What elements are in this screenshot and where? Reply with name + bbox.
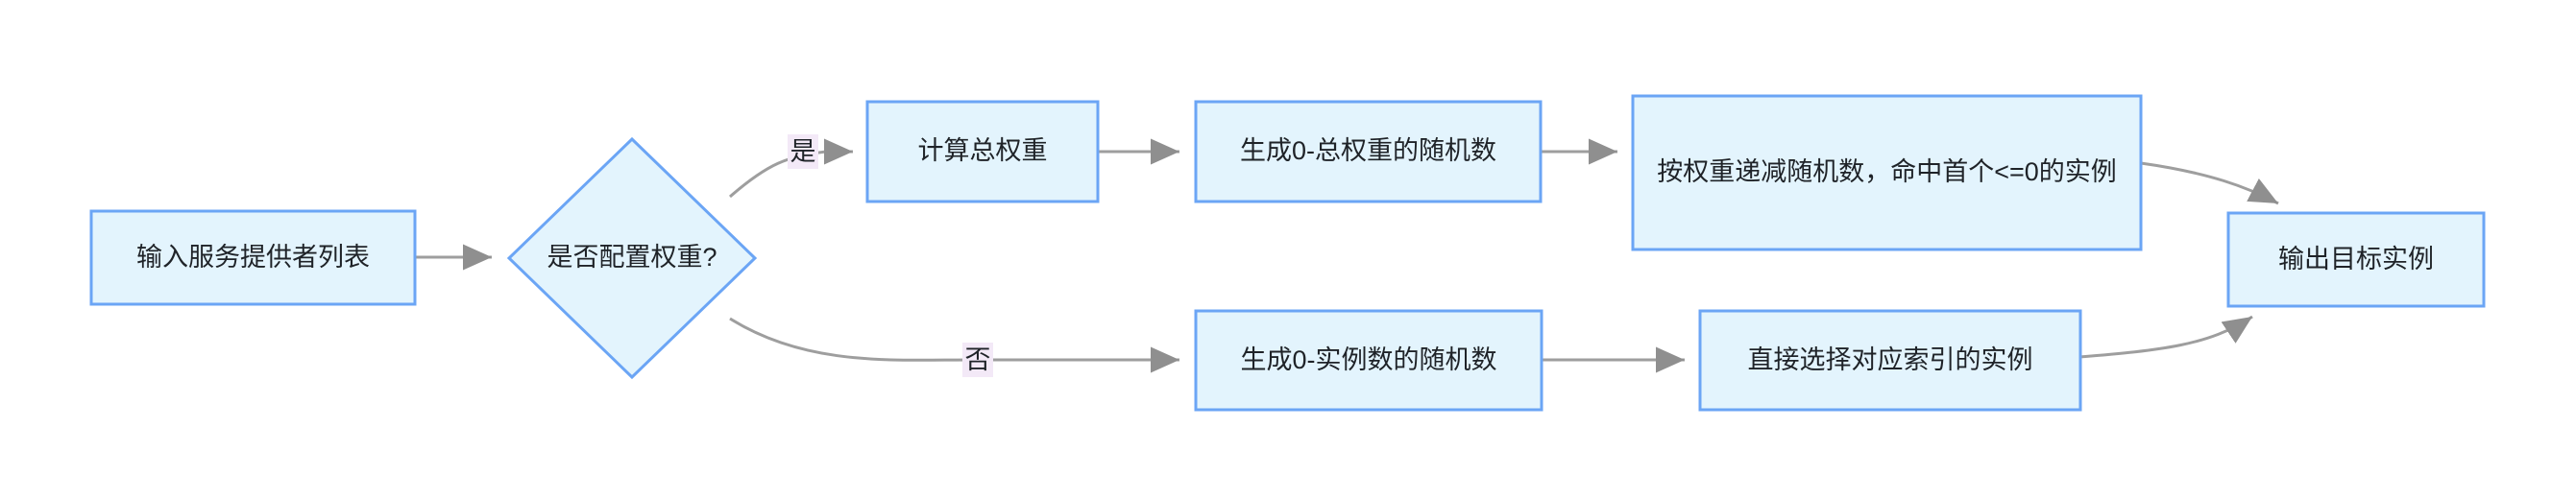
node-rand-weight[interactable] bbox=[1194, 100, 1543, 203]
edge-decision-to-calc-total bbox=[729, 138, 853, 199]
node-layer bbox=[89, 94, 2486, 412]
edge-pick-index-to-output bbox=[2078, 315, 2253, 359]
edge-label-no: 否 bbox=[962, 343, 993, 377]
edge-decision-to-rand-index bbox=[729, 317, 1179, 373]
node-rand-index[interactable] bbox=[1194, 309, 1543, 412]
edge-pick-weighted-to-output bbox=[2140, 161, 2279, 205]
edge-label-yes: 是 bbox=[788, 134, 818, 169]
node-pick-weighted[interactable] bbox=[1631, 94, 2143, 251]
edge-layer bbox=[415, 138, 2279, 373]
node-pick-index[interactable] bbox=[1698, 309, 2082, 412]
node-output[interactable] bbox=[2226, 211, 2486, 308]
node-calc-total[interactable] bbox=[865, 100, 1100, 203]
node-decision[interactable] bbox=[506, 136, 758, 380]
node-input[interactable] bbox=[89, 209, 417, 306]
